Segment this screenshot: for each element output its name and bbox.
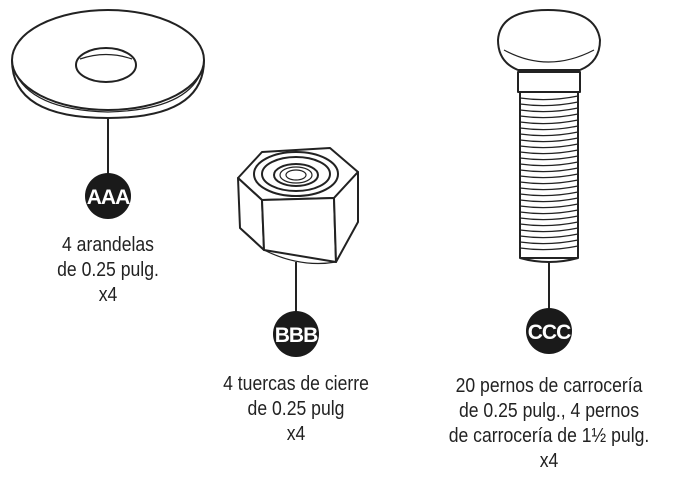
bolt-caption: 20 pernos de carrocería de 0.25 pulg., 4… bbox=[439, 374, 659, 474]
nut-caption: 4 tuercas de cierre de 0.25 pulg x4 bbox=[199, 372, 393, 447]
bolt-thread-line bbox=[519, 179, 579, 185]
bolt-thread-line bbox=[519, 245, 579, 251]
badge-aaa-label: AAA bbox=[87, 186, 130, 209]
washer-caption-line-1: 4 arandelas bbox=[62, 234, 154, 256]
bolt-caption-line-4: x4 bbox=[539, 450, 559, 472]
nut-caption-line-1: 4 tuercas de cierre bbox=[223, 373, 369, 395]
bolt-thread-line bbox=[519, 119, 579, 125]
bolt-thread-line bbox=[519, 155, 579, 161]
washer-caption: 4 arandelas de 0.25 pulg. x4 bbox=[20, 233, 196, 308]
washer-illustration bbox=[11, 9, 205, 120]
bolt-thread-line bbox=[519, 149, 579, 155]
bolt-caption-line-2: de 0.25 pulg., 4 pernos bbox=[458, 400, 640, 422]
bolt-thread-line bbox=[519, 167, 579, 173]
bolt-thread-line bbox=[519, 173, 579, 179]
badge-bbb-label: BBB bbox=[275, 324, 318, 347]
bolt-thread-line bbox=[519, 239, 579, 245]
bolt-caption-line-1: 20 pernos de carrocería bbox=[455, 375, 643, 397]
badge-ccc-label: CCC bbox=[528, 321, 571, 344]
bolt-thread-line bbox=[519, 185, 579, 191]
bolt-thread-line bbox=[519, 191, 579, 197]
lock-nut-illustration bbox=[237, 147, 359, 265]
bolt-thread-line bbox=[519, 137, 579, 143]
bolt-thread-line bbox=[519, 101, 579, 107]
bolt-thread-line bbox=[519, 95, 579, 101]
badge-bbb: BBB bbox=[273, 311, 319, 357]
bolt-thread-line bbox=[519, 125, 579, 131]
bolt-thread-line bbox=[519, 197, 579, 203]
bolt-caption-line-3: de carrocería de 1½ pulg. bbox=[448, 425, 650, 447]
badge-ccc: CCC bbox=[526, 308, 572, 354]
bolt-thread-line bbox=[519, 113, 579, 119]
bolt-threads bbox=[519, 95, 579, 251]
nut-caption-line-3: x4 bbox=[286, 423, 306, 445]
bolt-thread-line bbox=[519, 233, 579, 239]
bolt-thread-line bbox=[519, 209, 579, 215]
washer-caption-line-2: de 0.25 pulg. bbox=[57, 259, 159, 281]
bolt-thread-line bbox=[519, 221, 579, 227]
bolt-thread-line bbox=[519, 131, 579, 137]
badge-aaa: AAA bbox=[85, 173, 131, 219]
bolt-thread-line bbox=[519, 215, 579, 221]
bolt-thread-line bbox=[519, 107, 579, 113]
bolt-thread-line bbox=[519, 227, 579, 233]
bolt-thread-line bbox=[519, 143, 579, 149]
bolt-thread-line bbox=[519, 203, 579, 209]
nut-caption-line-2: de 0.25 pulg bbox=[247, 398, 345, 420]
washer-caption-line-3: x4 bbox=[98, 284, 118, 306]
bolt-thread-line bbox=[519, 161, 579, 167]
